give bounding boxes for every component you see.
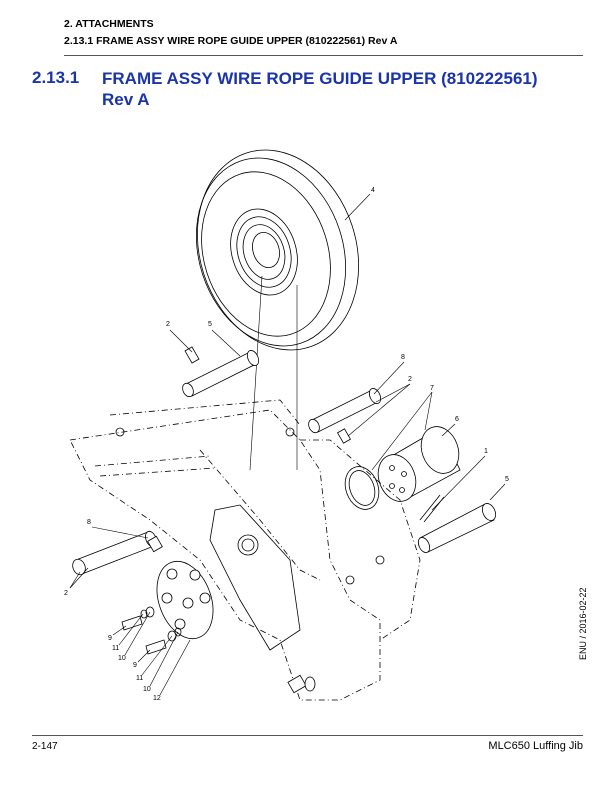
callout-2: 2 (64, 590, 68, 597)
bottom-clip (287, 674, 316, 694)
callout-2: 2 (408, 376, 412, 383)
callout-1: 1 (484, 448, 488, 455)
footer-divider (32, 735, 583, 736)
pin-lower-left (72, 530, 163, 576)
pin-lower-right (417, 494, 497, 553)
bolt-plate (121, 560, 214, 655)
revision-stamp: ENU / 2016-02-22 (578, 587, 588, 660)
callout-8: 8 (401, 354, 405, 361)
header-subsection: 2.13.1 FRAME ASSY WIRE ROPE GUIDE UPPER … (64, 35, 398, 47)
callout-5: 5 (505, 476, 509, 483)
callout-2: 2 (166, 321, 170, 328)
callout-5: 5 (208, 321, 212, 328)
callout-7: 7 (430, 385, 434, 392)
callout-6: 6 (455, 416, 459, 423)
callout-10: 10 (118, 655, 126, 662)
callout-10: 10 (143, 686, 151, 693)
callout-8: 8 (87, 519, 91, 526)
callout-12: 12 (153, 695, 161, 702)
header-divider (64, 55, 583, 56)
header-chapter: 2. ATTACHMENTS (64, 18, 154, 30)
section-title: FRAME ASSY WIRE ROPE GUIDE UPPER (810222… (102, 69, 538, 109)
section-number: 2.13.1 (32, 68, 80, 87)
callout-9: 9 (133, 662, 137, 669)
callout-11: 11 (136, 675, 143, 682)
document-name: MLC650 Luffing Jib (488, 740, 583, 752)
frame-plates (69, 399, 421, 701)
callout-4: 4 (371, 187, 375, 194)
page-number: 2-147 (32, 741, 58, 752)
sheave-part (195, 149, 360, 471)
leader-lines (69, 193, 506, 696)
pin-upper-left (182, 346, 260, 398)
callout-9: 9 (108, 635, 112, 642)
callout-11: 11 (112, 645, 119, 652)
pin-upper-right (308, 388, 382, 444)
bushing-part (344, 426, 461, 510)
